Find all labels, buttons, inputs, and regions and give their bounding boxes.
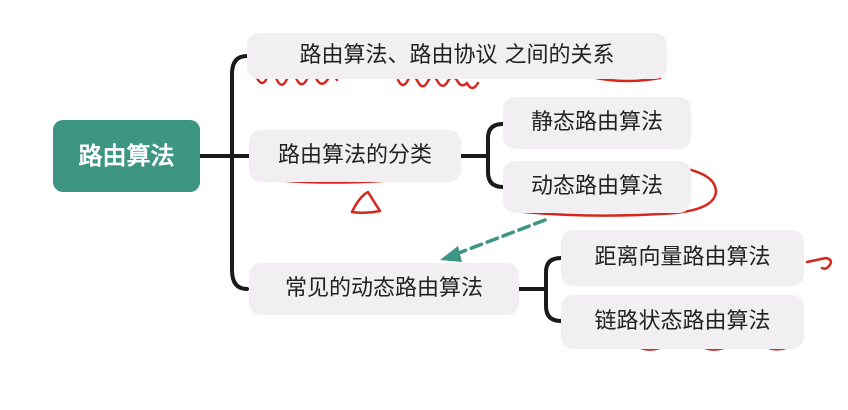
node-link-state[interactable]: 链路状态路由算法 xyxy=(561,295,804,349)
connector-lines xyxy=(198,54,563,323)
small-triangle-mark xyxy=(350,190,382,215)
root-node[interactable]: 路由算法 xyxy=(53,120,200,192)
node-common-dynamic[interactable]: 常见的动态路由算法 xyxy=(249,263,519,315)
node-classification[interactable]: 路由算法的分类 xyxy=(249,130,461,182)
connector-common-branches xyxy=(544,256,563,323)
connector-classification-branches xyxy=(486,122,505,189)
connector-root-branches xyxy=(230,54,249,291)
dashed-arrow-head xyxy=(440,246,462,262)
dashed-arrow xyxy=(440,218,547,262)
node-dynamic-routing[interactable]: 动态路由算法 xyxy=(503,161,691,213)
node-distance-vector[interactable]: 距离向量路由算法 xyxy=(561,230,804,286)
node-static-routing[interactable]: 静态路由算法 xyxy=(503,97,691,149)
arrow-mark-distance-vector xyxy=(805,256,833,270)
node-relation[interactable]: 路由算法、路由协议 之间的关系 xyxy=(247,33,667,79)
